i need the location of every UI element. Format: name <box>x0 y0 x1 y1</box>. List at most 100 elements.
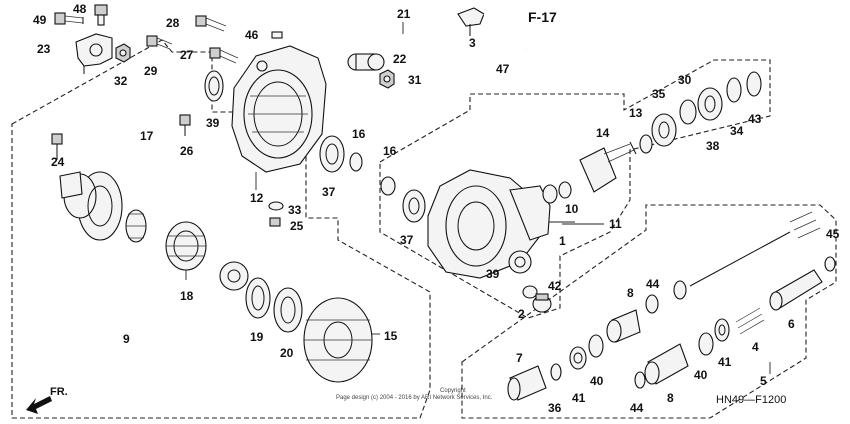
callout-29: 29 <box>144 64 158 78</box>
callout-45: 45 <box>826 227 840 241</box>
ring-gear-15 <box>303 297 380 383</box>
gear-case-cover-12 <box>231 45 327 190</box>
bolt-24 <box>51 133 63 160</box>
pinion-gear <box>219 261 249 291</box>
bolt-48 <box>94 4 108 26</box>
seal-16-mid <box>380 176 396 196</box>
section-reference: F-17 <box>528 9 557 25</box>
callout-7: 7 <box>516 351 523 365</box>
callout-16b: 16 <box>383 144 397 158</box>
callout-5: 5 <box>760 374 767 388</box>
callout-41b: 41 <box>718 355 732 369</box>
clip-34 <box>726 77 742 103</box>
collar-22 <box>347 53 385 71</box>
callout-6: 6 <box>788 317 795 331</box>
washer-40-left <box>588 334 604 358</box>
driveshaft-assembly-frame <box>461 204 837 419</box>
callout-13: 13 <box>629 106 643 120</box>
bolt-25 <box>269 217 281 227</box>
callout-34: 34 <box>730 124 744 138</box>
bolt-29 <box>146 35 173 50</box>
callout-10: 10 <box>565 202 579 216</box>
bolt-27 <box>209 47 239 64</box>
seal-30 <box>679 99 697 125</box>
callout-39a: 39 <box>206 116 220 130</box>
callout-12: 12 <box>250 191 264 205</box>
left-assembly-frame <box>11 39 431 419</box>
clip-36 <box>550 363 562 381</box>
washer-33 <box>268 201 284 211</box>
shim-13 <box>639 134 653 154</box>
front-direction-arrow <box>26 396 52 414</box>
clip-44-top <box>645 294 659 314</box>
shim-20 <box>273 287 303 333</box>
copyright-line-1: Copyright <box>440 388 466 394</box>
differential-case-17 <box>59 171 123 241</box>
callout-36: 36 <box>548 401 562 415</box>
bearing-41-right <box>714 318 730 342</box>
callout-48: 48 <box>73 2 87 16</box>
circlip-43 <box>746 71 762 97</box>
nut-31 <box>379 69 395 89</box>
spring-18 <box>165 221 207 280</box>
pinion-14 <box>579 141 637 193</box>
washer-40-right <box>698 332 714 356</box>
housing-assembly-frame <box>379 59 771 319</box>
bolt-26 <box>179 114 191 136</box>
oring-45 <box>824 256 836 272</box>
callout-30: 30 <box>678 73 692 87</box>
callout-43: 43 <box>748 112 762 126</box>
callout-16a: 16 <box>352 127 366 141</box>
callout-9: 9 <box>123 332 130 346</box>
callout-19: 19 <box>250 330 264 344</box>
callout-20: 20 <box>280 346 294 360</box>
callout-28: 28 <box>166 16 180 30</box>
seal-16-top <box>349 152 363 172</box>
callout-42: 42 <box>548 279 562 293</box>
callout-40a: 40 <box>590 374 604 388</box>
callout-2: 2 <box>518 307 525 321</box>
callout-26: 26 <box>180 144 194 158</box>
callout-47: 47 <box>496 62 510 76</box>
copyright-line-2: Page design (c) 2004 - 2016 by ARI Netwo… <box>336 395 493 401</box>
callout-31: 31 <box>408 73 422 87</box>
callout-14: 14 <box>596 126 610 140</box>
gear-housing-11 <box>427 169 604 279</box>
callout-37b: 37 <box>400 233 414 247</box>
callout-21: 21 <box>397 7 411 21</box>
bearing-39-mid <box>508 250 532 274</box>
clip-44-bottom <box>634 371 646 389</box>
bolt-28 <box>195 15 227 32</box>
callout-11: 11 <box>609 217 622 231</box>
bearing-37-top <box>319 135 345 173</box>
shim-19 <box>245 277 271 319</box>
callout-24: 24 <box>51 155 65 169</box>
bearing-39-top <box>204 70 224 102</box>
callout-3: 3 <box>469 36 476 50</box>
shaft-assembly <box>673 211 821 300</box>
callout-38: 38 <box>706 139 720 153</box>
callout-40b: 40 <box>694 368 708 382</box>
joint-3 <box>457 7 485 36</box>
callout-44a: 44 <box>646 277 660 291</box>
bearing-38 <box>697 87 723 121</box>
callout-39b: 39 <box>486 267 500 281</box>
oring-42 <box>522 285 538 299</box>
callout-35: 35 <box>652 87 666 101</box>
bracket-23 <box>75 33 113 74</box>
callout-17: 17 <box>140 129 154 143</box>
front-direction-label: FR. <box>50 386 68 398</box>
callout-49: 49 <box>33 13 47 27</box>
callout-1: 1 <box>559 234 566 248</box>
diagram-code: HN49—F1200 <box>716 394 786 406</box>
bearing-37-mid <box>402 189 426 223</box>
callout-4: 4 <box>752 340 759 354</box>
callout-27: 27 <box>180 48 194 62</box>
callout-37a: 37 <box>322 185 336 199</box>
callout-41a: 41 <box>572 391 586 405</box>
coupler-8-top <box>606 309 641 343</box>
callout-8a: 8 <box>627 286 634 300</box>
callout-32: 32 <box>114 74 128 88</box>
nut-32 <box>115 43 131 63</box>
